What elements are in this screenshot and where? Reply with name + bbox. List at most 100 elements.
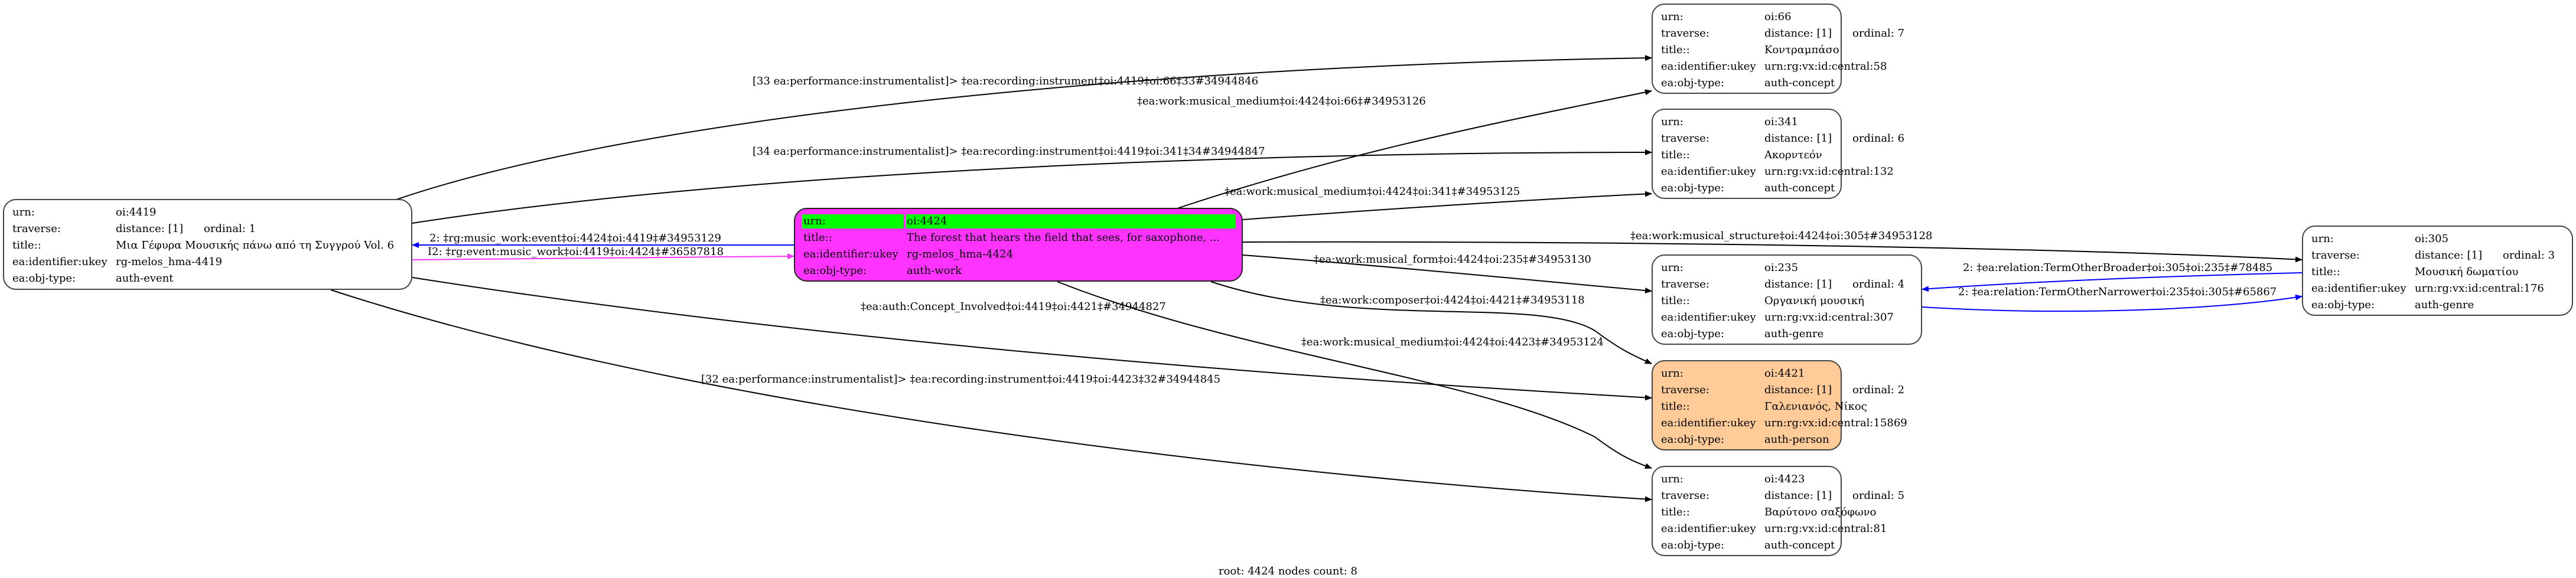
distance-value: distance: [1] [1764, 132, 1832, 145]
ordinal-value: ordinal: 2 [1852, 384, 1905, 396]
field-label: ea:obj-type: [1661, 77, 1725, 89]
field-label: ea:identifier:ukey [2311, 282, 2406, 295]
field-label: ea:obj-type: [1661, 539, 1725, 551]
field-label: ea:identifier:ukey [1661, 523, 1756, 535]
node-oi-4421[interactable]: urn: oi:4421 traverse: distance: [1] ordinal… [1652, 360, 1907, 450]
edge-4424-66 [1175, 89, 1652, 210]
edge-4424-235 [1242, 254, 1652, 294]
ukey-value: urn:rg:vx:id:central:58 [1764, 60, 1887, 73]
field-label: ea:obj-type: [803, 264, 867, 277]
ukey-value: urn:rg:vx:id:central:81 [1764, 523, 1887, 535]
field-label: traverse: [1661, 27, 1709, 40]
edge-4419-4423 [330, 289, 1652, 502]
edge-label: 2: ‡ea:relation:TermOtherNarrower‡oi:235… [1958, 286, 2277, 298]
ukey-value: urn:rg:vx:id:central:307 [1764, 311, 1894, 324]
ukey-value: rg-melos_hma-4424 [907, 248, 1014, 260]
edge-label: ‡ea:work:composer‡oi:4424‡oi:4421‡#34953… [1320, 294, 1585, 306]
field-label: traverse: [12, 223, 61, 235]
distance-value: distance: [1] [1764, 278, 1832, 290]
edge-4419-66 [392, 55, 1652, 201]
ordinal-value: ordinal: 7 [1852, 27, 1905, 40]
title-value: The forest that hears the field that see… [907, 231, 1220, 244]
edge-label: [34 ea:performance:instrumentalist]> ‡ea… [753, 145, 1265, 158]
objtype-value: auth-work [907, 264, 962, 277]
field-label: ea:identifier:ukey [803, 248, 898, 260]
urn-value: oi:66 [1764, 11, 1792, 23]
objtype-value: auth-concept [1764, 77, 1835, 89]
edge-4419-4424 [412, 253, 794, 260]
field-label: ea:obj-type: [2311, 299, 2375, 311]
field-label: title:: [1661, 149, 1690, 161]
urn-value: oi:4424 [907, 215, 947, 227]
edge-label: ‡ea:work:musical_structure‡oi:4424‡oi:30… [1630, 230, 1933, 242]
edge-label: [32 ea:performance:instrumentalist]> ‡ea… [701, 373, 1221, 386]
field-label: title:: [1661, 400, 1690, 413]
edge-label: ‡ea:work:musical_medium‡oi:4424‡oi:66‡#3… [1137, 95, 1426, 107]
distance-value: distance: [1] [1764, 384, 1832, 396]
field-label: urn: [803, 215, 826, 227]
ordinal-value: ordinal: 3 [2503, 249, 2555, 262]
field-label: urn: [1661, 367, 1683, 380]
distance-value: distance: [1] [2415, 249, 2483, 262]
field-label: ea:identifier:ukey [1661, 165, 1756, 178]
objtype-value: auth-event [116, 272, 174, 285]
footer-caption: root: 4424 nodes count: 8 [1219, 565, 1357, 577]
urn-value: oi:4423 [1764, 473, 1805, 485]
objtype-value: auth-concept [1764, 182, 1835, 194]
node-oi-4423[interactable]: urn: oi:4423 traverse: distance: [1] ordinal… [1652, 466, 1904, 556]
urn-value: oi:235 [1764, 262, 1799, 274]
title-value: Κοντραμπάσο [1764, 44, 1839, 56]
field-label: traverse: [1661, 489, 1709, 502]
distance-value: distance: [1] [1764, 27, 1832, 40]
ordinal-value: ordinal: 6 [1852, 132, 1905, 145]
field-label: urn: [1661, 473, 1683, 485]
urn-value: oi:4421 [1764, 367, 1805, 380]
urn-value: oi:305 [2415, 233, 2449, 245]
field-label: traverse: [1661, 384, 1709, 396]
title-value: Γαλενιανός, Νίκος [1764, 400, 1867, 413]
objtype-value: auth-genre [1764, 328, 1824, 340]
title-value: Μια Γέφυρα Μουσικής πάνω από τη Συγγρού … [116, 239, 395, 252]
ordinal-value: ordinal: 4 [1852, 278, 1905, 290]
field-label: urn: [1661, 116, 1683, 128]
ordinal-value: ordinal: 5 [1852, 489, 1905, 502]
field-label: ea:identifier:ukey [1661, 60, 1756, 73]
field-label: urn: [1661, 262, 1683, 274]
ukey-value: urn:rg:vx:id:central:176 [2415, 282, 2544, 295]
edge-305-235 [1922, 272, 2303, 292]
node-oi-4419[interactable]: urn:oi:4419 traverse:distance: [1]ordina… [3, 199, 412, 290]
ukey-value: urn:rg:vx:id:central:132 [1764, 165, 1894, 178]
edge-label: 2: ‡rg:music_work:event‡oi:4424‡oi:4419‡… [429, 232, 721, 244]
ukey-value: rg-melos_hma-4419 [116, 256, 223, 268]
field-label: ea:obj-type: [1661, 328, 1725, 340]
field-label: ea:obj-type: [1661, 433, 1725, 446]
urn-value: oi:4419 [116, 206, 157, 218]
field-label: urn: [1661, 11, 1683, 23]
field-label: ea:obj-type: [12, 272, 76, 285]
edge-label: ‡ea:work:musical_medium‡oi:4424‡oi:4423‡… [1301, 336, 1604, 348]
ordinal-value: ordinal: 1 [204, 223, 256, 235]
edge-4424-305 [1242, 241, 2303, 263]
field-label: title:: [1661, 295, 1690, 307]
edge-label: ‡ea:work:musical_form‡oi:4424‡oi:235‡#34… [1314, 253, 1591, 266]
title-value: Ακορντεόν [1764, 149, 1822, 161]
edge-235-305 [1922, 294, 2303, 312]
edge-4424-4423 [1057, 281, 1652, 469]
field-label: traverse: [2311, 249, 2360, 262]
edge-label: 2: ‡ea:relation:TermOtherBroader‡oi:305‡… [1963, 262, 2273, 274]
field-label: title:: [803, 231, 832, 244]
node-oi-4424-root[interactable]: urn: oi:4424 title::The forest that hears… [794, 208, 1243, 282]
field-label: traverse: [1661, 278, 1709, 290]
node-oi-66[interactable]: urn: oi:66 traverse: distance: [1] ordinal: … [1652, 4, 1904, 94]
ukey-value: urn:rg:vx:id:central:15869 [1764, 417, 1907, 429]
field-label: title:: [2311, 266, 2340, 278]
edge-label: I2: ‡rg:event:music_work‡oi:4419‡oi:4424… [428, 246, 724, 258]
title-value: Βαρύτονο σαξόφωνο [1764, 506, 1877, 518]
distance-value: distance: [1] [1764, 489, 1832, 502]
urn-value: oi:341 [1764, 116, 1799, 128]
node-oi-235[interactable]: urn: oi:235 traverse: distance: [1] ordinal:… [1652, 254, 1922, 345]
objtype-value: auth-person [1764, 433, 1829, 446]
